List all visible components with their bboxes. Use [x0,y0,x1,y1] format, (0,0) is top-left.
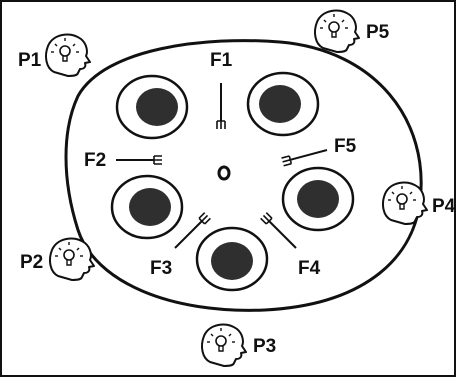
philosopher-p4-label: P4 [432,196,456,217]
fork-f3-label: F3 [150,258,172,279]
philosopher-p2-label: P2 [20,252,43,273]
plate-top-right [246,71,320,137]
plate-left [110,174,184,240]
table-center [217,165,231,181]
fork-f2-label: F2 [84,150,106,171]
philosopher-p5-label: P5 [366,22,390,43]
plate-top-left [115,74,189,140]
plate-right [281,166,355,232]
fork-f1-label: F1 [210,50,233,71]
fork-f5-label: F5 [334,136,357,157]
philosopher-p3-label: P3 [253,336,276,357]
plate-bottom [195,226,269,292]
fork-f4-label: F4 [298,258,321,279]
philosopher-p1-label: P1 [18,50,42,71]
